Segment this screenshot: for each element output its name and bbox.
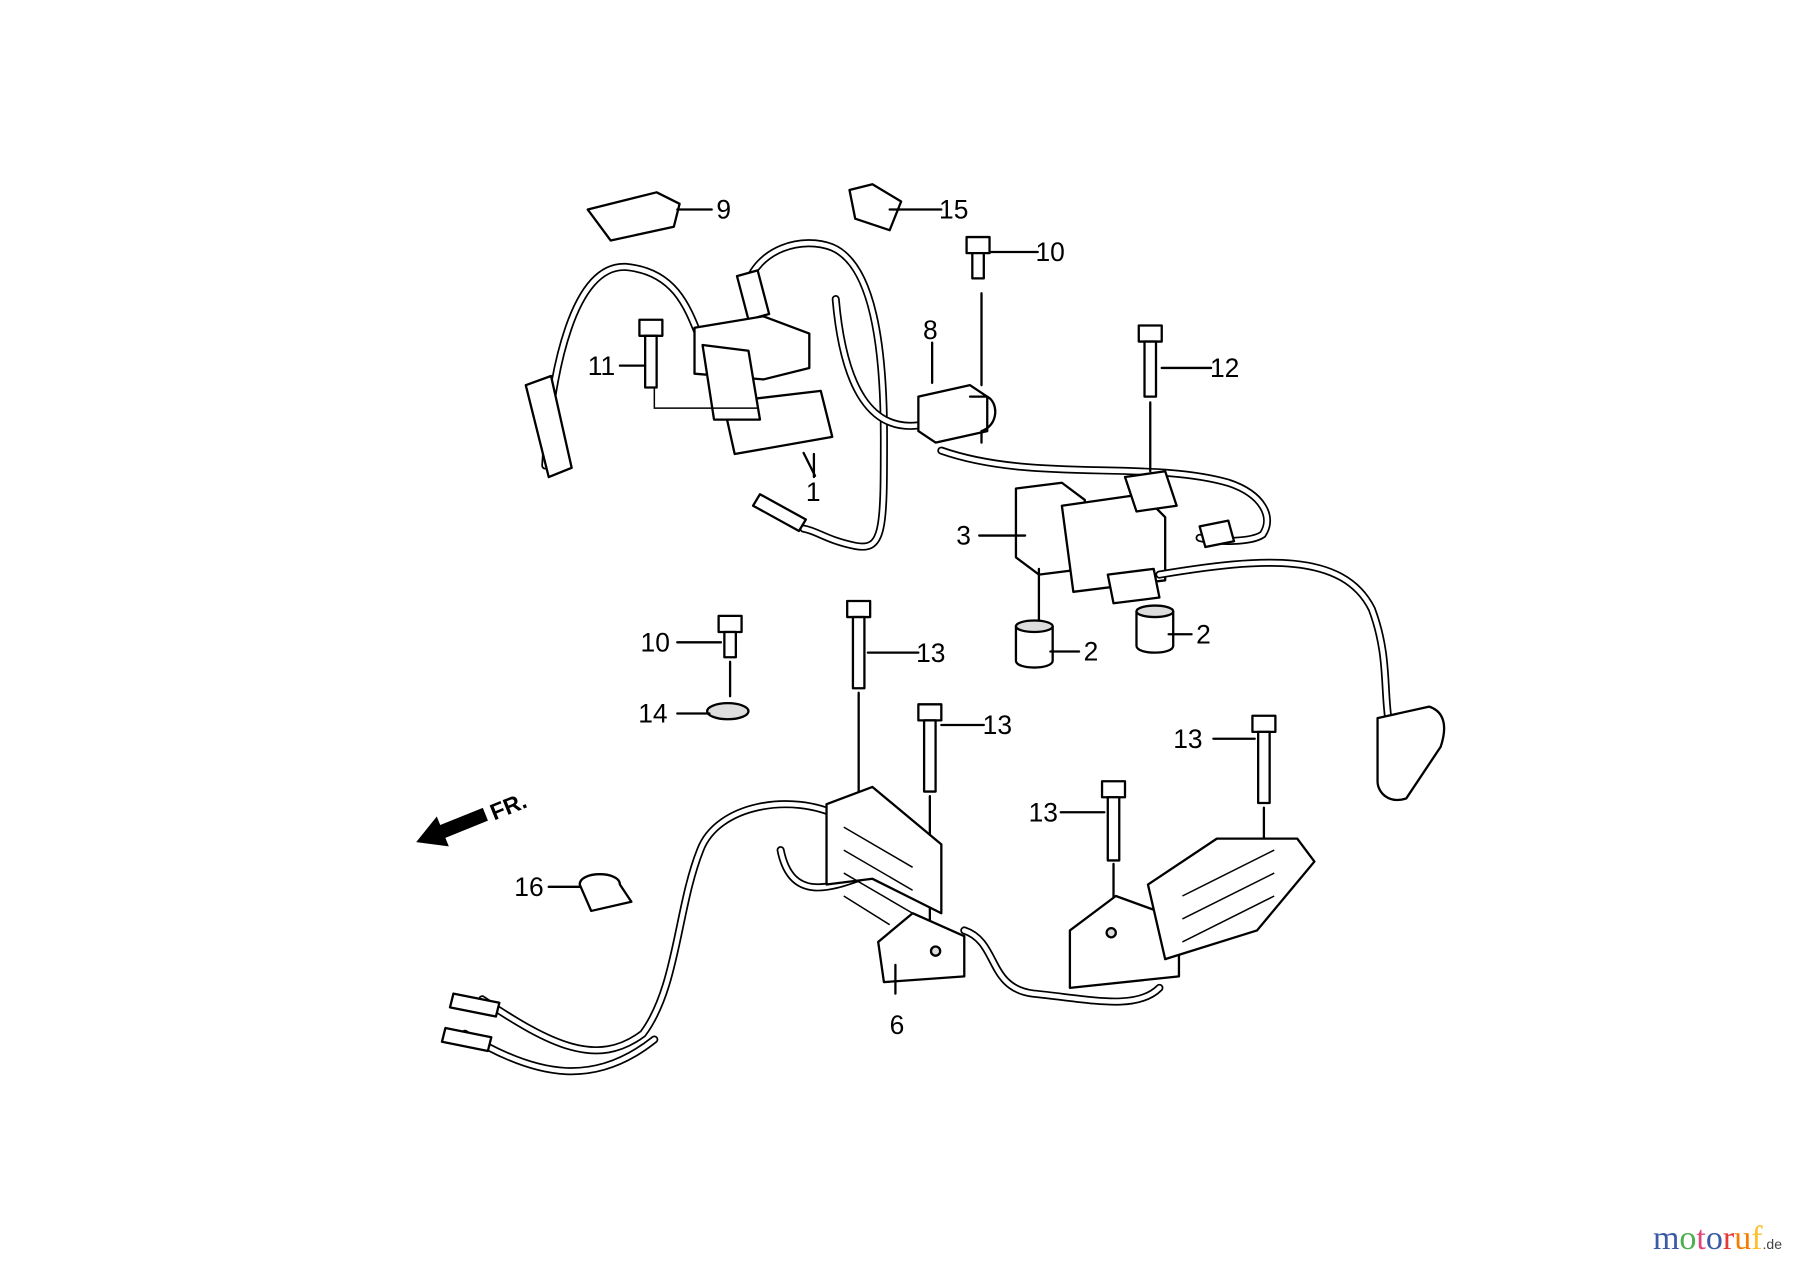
washer-14 <box>705 702 750 721</box>
front-direction-arrow: FR. <box>416 787 530 847</box>
watermark-letter: t <box>1696 1220 1706 1257</box>
watermark-letter: o <box>1679 1220 1697 1257</box>
watermark-letter: r <box>1722 1220 1735 1257</box>
callout-2: 2 <box>1084 637 1099 667</box>
ignition-coil-3-assembly <box>1014 470 1446 801</box>
callout-2: 2 <box>1196 619 1211 649</box>
callout-12: 12 <box>1210 353 1239 383</box>
watermark-letter: o <box>1705 1220 1723 1257</box>
watermark-letter: u <box>1734 1220 1752 1257</box>
watermark-letter: m <box>1652 1220 1680 1257</box>
callout-8: 8 <box>923 315 938 345</box>
watermark-tld: .de <box>1762 1236 1782 1252</box>
leader-lines <box>547 208 1256 888</box>
callout-13: 13 <box>1173 724 1202 754</box>
callout-11: 11 <box>588 351 615 381</box>
charge-coil-6-assembly <box>440 785 1316 1076</box>
callout-labels: 9 15 10 11 8 12 1 3 2 2 10 13 14 13 13 1… <box>514 195 1239 1040</box>
callout-1: 1 <box>806 477 821 507</box>
callout-16: 16 <box>514 872 543 902</box>
front-label: FR. <box>486 787 530 825</box>
watermark-logo: motoruf.de <box>1653 1220 1782 1258</box>
callout-9: 9 <box>716 195 731 225</box>
callout-15: 15 <box>939 195 968 225</box>
bolts <box>638 235 1277 936</box>
connector-8 <box>831 292 1271 549</box>
clips <box>578 183 903 913</box>
ignition-coil-1-assembly <box>524 239 888 551</box>
callout-13: 13 <box>916 638 945 668</box>
callout-10: 10 <box>641 627 670 657</box>
grommet-2 <box>1014 604 1175 669</box>
callout-14: 14 <box>638 699 667 729</box>
watermark-letter: f <box>1751 1220 1763 1257</box>
callout-6: 6 <box>890 1010 905 1040</box>
callout-10: 10 <box>1035 237 1064 267</box>
callout-3: 3 <box>956 521 971 551</box>
callout-13: 13 <box>983 710 1012 740</box>
callout-13: 13 <box>1029 797 1058 827</box>
